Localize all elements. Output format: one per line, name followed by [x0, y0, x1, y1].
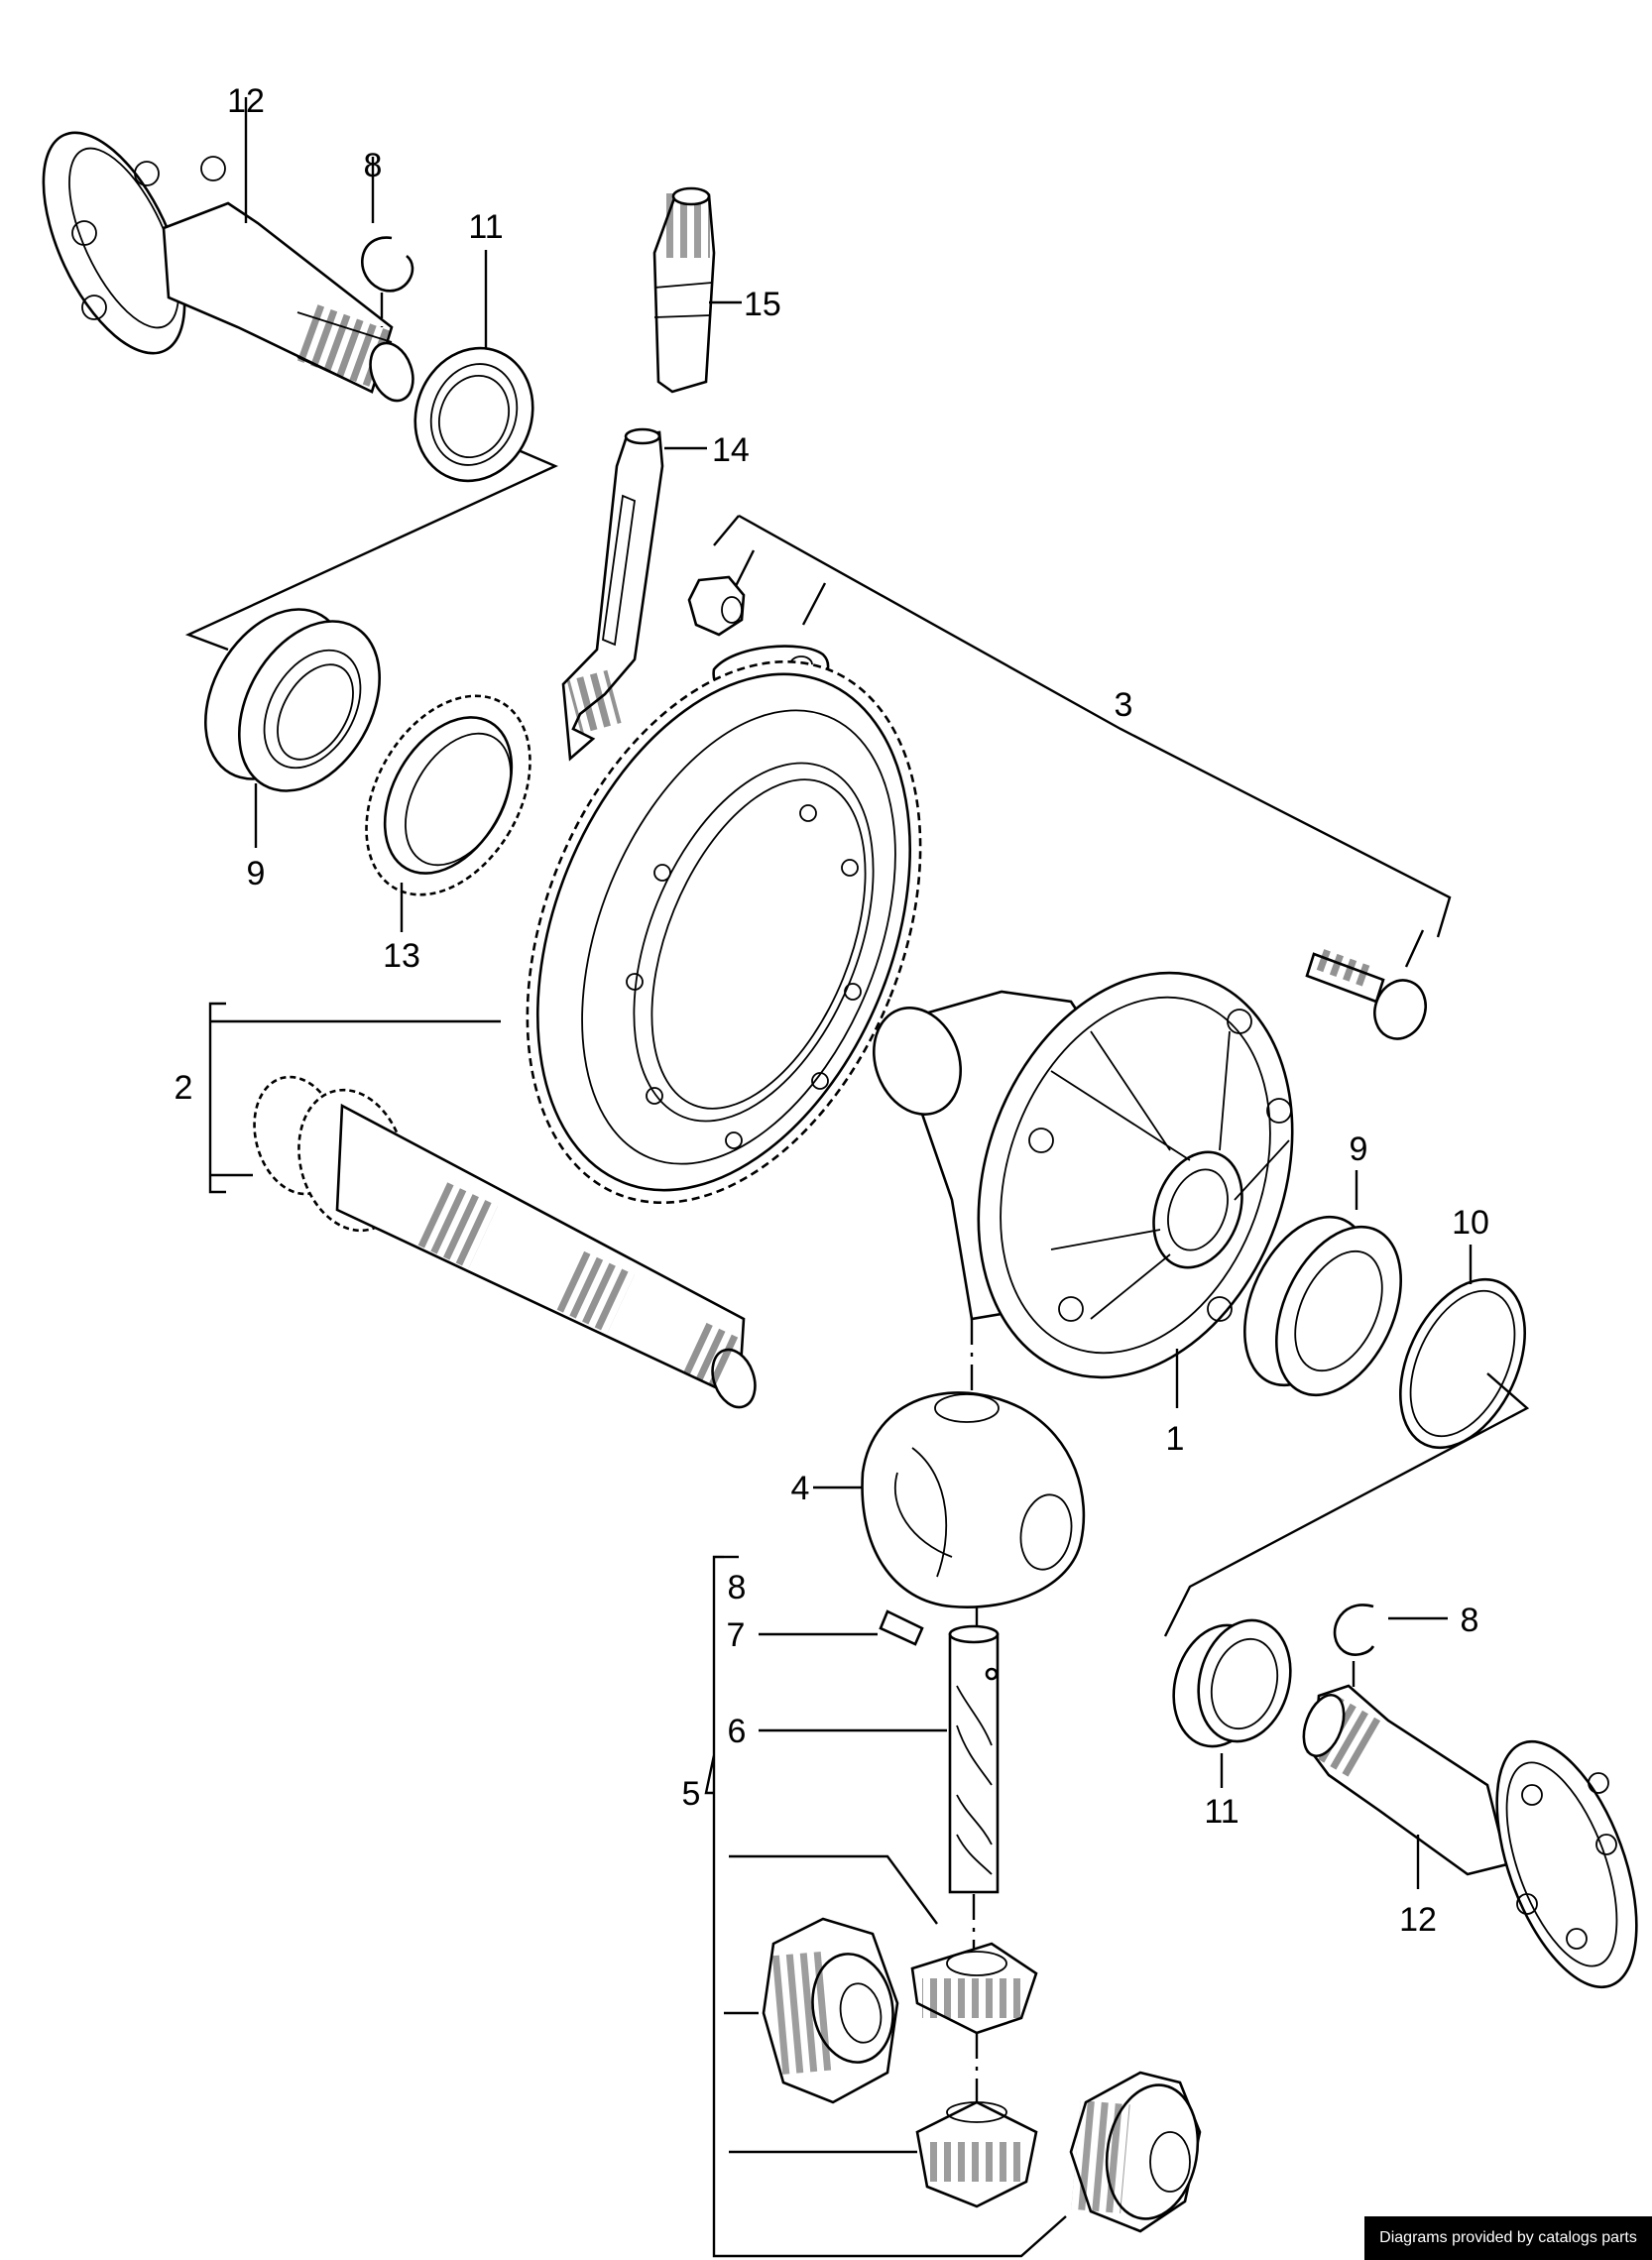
callout-12-bottom: 12: [1399, 1901, 1437, 1939]
bevel-gear-upper: [910, 1942, 1038, 2035]
callout-3: 3: [1115, 686, 1133, 724]
callout-11-top: 11: [468, 208, 503, 246]
bevel-gear-right: [1069, 2071, 1202, 2233]
callout-12-top: 12: [227, 82, 265, 120]
shaft-6: [948, 1624, 1000, 1894]
callout-2: 2: [175, 1069, 193, 1107]
flange-shaft-bottom: [1302, 1684, 1638, 1989]
callout-13: 13: [383, 937, 420, 975]
callout-1: 1: [1166, 1420, 1185, 1458]
callout-6: 6: [728, 1713, 747, 1750]
callout-14: 14: [712, 431, 750, 469]
circlip-right: [1333, 1604, 1375, 1656]
callout-10: 10: [1452, 1204, 1489, 1242]
callout-8-bracket: 8: [728, 1569, 747, 1606]
callout-15: 15: [744, 286, 781, 323]
bracket-5: [704, 1555, 764, 2258]
callout-8-right: 8: [1461, 1602, 1479, 1639]
shaft-15: [652, 186, 716, 394]
bolt: [1305, 947, 1427, 1040]
shim-10: [1398, 1277, 1527, 1450]
flange-shaft-top: [42, 131, 414, 403]
pinion-shaft: [253, 1075, 757, 1409]
callout-8-top: 8: [364, 147, 383, 184]
bevel-gear-lower: [915, 2100, 1038, 2208]
crown-wheel: [526, 659, 922, 1205]
callout-11-right: 11: [1204, 1793, 1239, 1831]
callout-4: 4: [791, 1470, 810, 1507]
seal-right: [1172, 1618, 1292, 1748]
shaft-14: [561, 427, 664, 762]
bearing-right: [1242, 1215, 1403, 1397]
differential-housing: [872, 971, 1294, 1379]
credit-label: Diagrams provided by catalogs parts: [1364, 2216, 1652, 2260]
callout-9-right: 9: [1350, 1130, 1368, 1168]
seal-top: [413, 346, 534, 483]
callout-7: 7: [727, 1616, 746, 1654]
bracket-2: [208, 1002, 501, 1194]
callout-9-left: 9: [247, 855, 266, 892]
bevel-gear-left: [762, 1917, 899, 2104]
circlip-top: [361, 236, 414, 293]
gear-ring-13: [365, 694, 531, 896]
bearing-top: [203, 608, 382, 792]
pin-7: [879, 1609, 924, 1646]
differential-shell: [861, 1391, 1086, 1608]
callout-5: 5: [682, 1775, 701, 1813]
